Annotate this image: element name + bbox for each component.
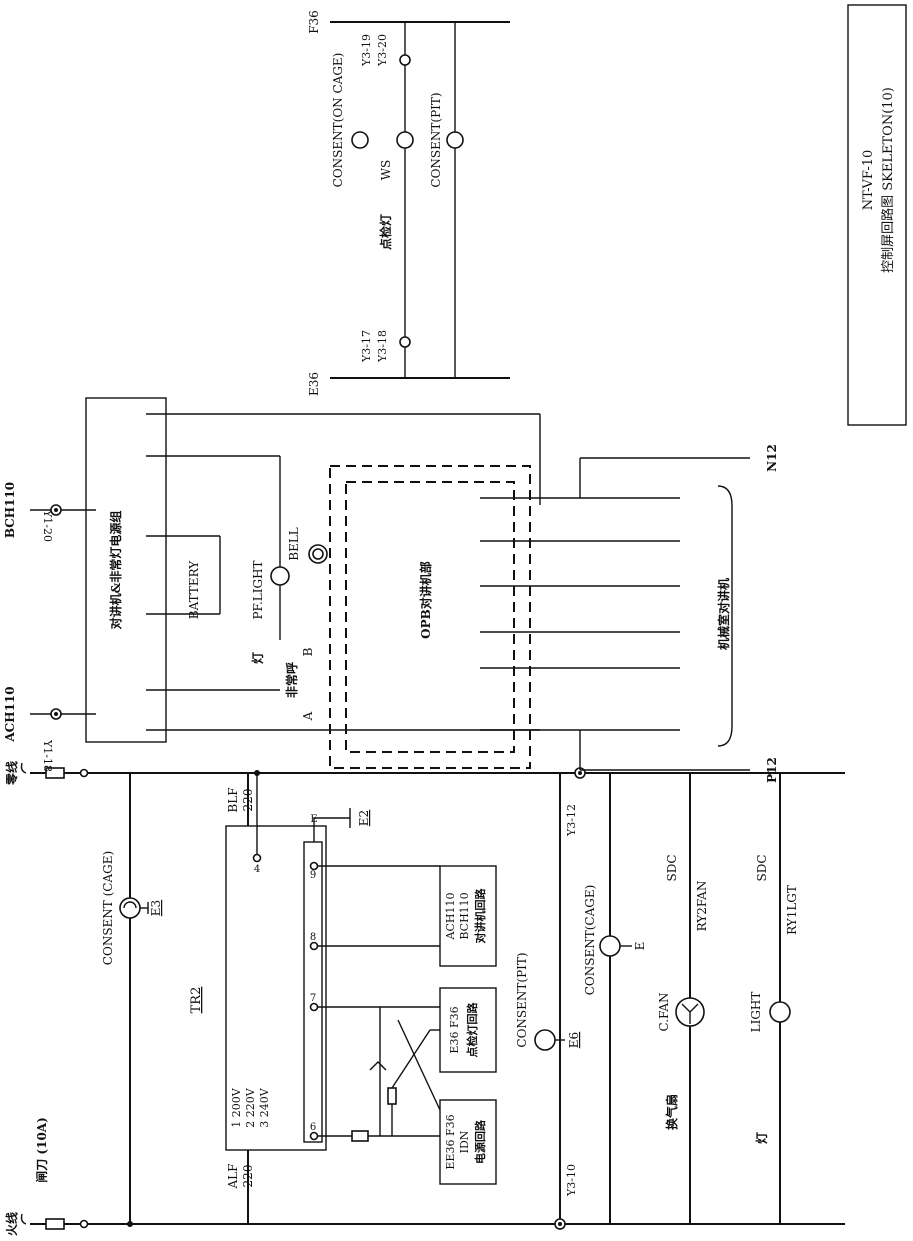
f36-label: F36 (307, 10, 321, 34)
intercom-box-line1: ACH110 (444, 893, 457, 941)
intercom-box-line3: 对讲机回路 (473, 888, 487, 944)
idn-box-line2: IDN (458, 1130, 471, 1153)
output-circuits: EE36 F36 IDN 电源回路 E36 F36 点检灯回路 ACH110 B… (318, 865, 497, 1185)
drawing-title: 控制屏回路图 SKELETON(10) (880, 87, 896, 273)
y1-20-label: Y1-20 (41, 509, 54, 542)
consent-pit-cage-branch: Y3-10 Y3-12 CONSENT(PIT) E6 CONSENT(CAGE… (515, 767, 647, 1230)
blf-voltage: 220 (241, 789, 255, 812)
y3-12-label: Y3-12 (565, 804, 578, 837)
y1-18-label: Y1-18 (41, 739, 54, 772)
e2-label: E2 (357, 810, 371, 826)
consent-cage-label: CONSENT (CAGE) (101, 851, 115, 965)
blf-label: BLF (226, 787, 240, 812)
tap-2: 2 220V (244, 1087, 257, 1127)
alf-label: ALF (226, 1164, 240, 1190)
tap-6: 6 (310, 1122, 316, 1133)
neutral-wire-label: 零线 (4, 761, 19, 786)
intercom-box-line2: BCH110 (458, 892, 471, 939)
light-label: LIGHT (749, 992, 763, 1033)
cfan-label: C.FAN (657, 992, 671, 1031)
n12-label: N12 (765, 444, 779, 472)
opb-label: OPB对讲机部 (418, 561, 433, 639)
tap-1: 1 200V (230, 1087, 243, 1127)
inspect-lamp-label: 点检灯 (378, 214, 393, 250)
opb-intercom: OPB对讲机部 P12 N12 机械室对讲机 (329, 444, 779, 783)
live-wire-label: 火线 (4, 1212, 19, 1236)
idn-box-line1: EE36 F36 (444, 1114, 457, 1169)
y3-19-label: Y3-19 (360, 34, 373, 67)
ws-label: WS (379, 160, 393, 181)
inspection-lamp-circuit: F36 E36 CONSENT(ON CAGE) CONSENT(PIT) Y3… (307, 10, 510, 396)
psu-label: 对讲机&非常灯电源组 (108, 511, 123, 630)
tap-4: 4 (254, 864, 260, 875)
bell-label: BELL (287, 527, 301, 561)
fan-light-branch: C.FAN 换气扇 SDC RY2FAN LIGHT 灯 SDC RY1LGT (657, 773, 799, 1224)
sdc1-label: SDC (665, 854, 679, 881)
y3-18-label: Y3-18 (376, 330, 389, 363)
y3-20-label: Y3-20 (376, 34, 389, 67)
consent-pit-label: CONSENT(PIT) (515, 952, 529, 1047)
e36-label: E36 (307, 372, 321, 396)
pf-light-label: PF.LIGHT (251, 560, 265, 619)
e3-label: E3 (149, 900, 163, 916)
ry1lgt-label: RY1LGT (785, 885, 799, 935)
lamp-box-line2: 点检灯回路 (465, 1002, 479, 1058)
knife-switch-label: 闸刀 (10A) (34, 1117, 49, 1183)
tap-3: 3 240V (258, 1087, 271, 1127)
consent-cage-branch: CONSENT (CAGE) E3 TR2 (101, 773, 204, 1227)
p12-label: P12 (765, 757, 779, 783)
title-block: NT-VF-10 控制屏回路图 SKELETON(10) (847, 4, 907, 426)
tap-7: 7 (310, 993, 316, 1004)
main-power-rails: 火线 零线 闸刀 (10A) (4, 761, 845, 1236)
switch-b-label: B (301, 647, 315, 656)
tr2-label: TR2 (189, 987, 204, 1014)
transformer-tr2: ALF 220 BLF 220 1 200V 2 220V 3 240V 6 7… (225, 770, 371, 1224)
y3-17-label: Y3-17 (360, 330, 373, 363)
alf-voltage: 220 (241, 1165, 255, 1188)
e-mid-label: E (633, 942, 647, 951)
drawing-code: NT-VF-10 (861, 150, 876, 211)
tap-8: 8 (310, 932, 316, 943)
emergency-call-label: 非常呼 (284, 662, 299, 698)
lamp-switch-label: 灯 (250, 652, 265, 664)
y3-10-label: Y3-10 (565, 1164, 578, 1197)
light-switch-label: 灯 (754, 1132, 769, 1144)
ry2fan-label: RY2FAN (695, 881, 709, 932)
consent-on-cage-label: CONSENT(ON CAGE) (331, 53, 345, 188)
battery-label: BATTERY (187, 560, 201, 619)
fan-switch-label: 换气扇 (664, 1094, 679, 1130)
sdc2-label: SDC (755, 854, 769, 881)
consent-cage-mid-label: CONSENT(CAGE) (583, 885, 597, 996)
idn-box-line3: 电源回路 (473, 1119, 487, 1164)
bch110-label: BCH110 (3, 482, 17, 538)
switch-a-label: A (301, 711, 315, 721)
machine-room-intercom-label: 机械室对讲机 (716, 578, 731, 650)
tap-9: 9 (310, 870, 316, 881)
consent-pit-top-label: CONSENT(PIT) (429, 92, 443, 187)
ach110-label: ACH110 (3, 686, 17, 742)
lamp-box-line1: E36 F36 (448, 1006, 461, 1053)
e6-label: E6 (567, 1032, 581, 1048)
intercom-psu: 对讲机&非常灯电源组 ACH110 BCH110 Y1-18 Y1-20 BAT… (3, 397, 541, 772)
